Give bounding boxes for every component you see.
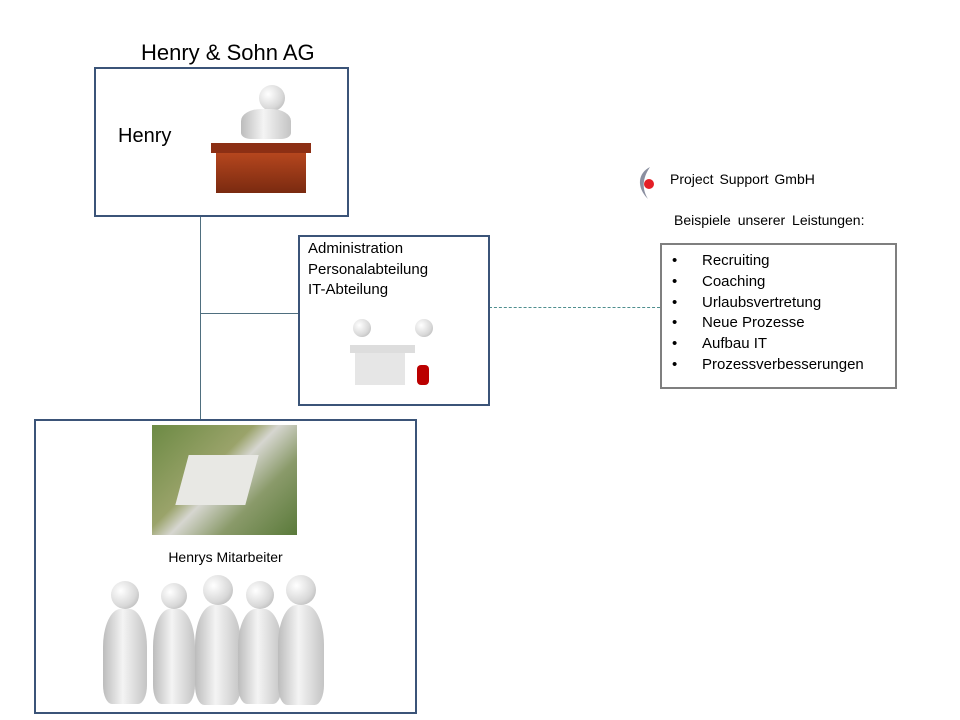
- service-item: Prozessverbesserungen: [662, 355, 895, 376]
- boss-desk-illustration: [211, 81, 321, 196]
- provider-name: Project Support GmbH: [670, 171, 815, 187]
- connector-dashed-provider: [489, 307, 660, 308]
- admin-box: Administration Personalabteilung IT-Abte…: [298, 235, 490, 406]
- connector-admin: [200, 313, 299, 314]
- boss-label: Henry: [118, 125, 172, 147]
- service-item: Urlaubsvertretung: [662, 293, 895, 314]
- staff-box: Henrys Mitarbeiter: [34, 419, 417, 714]
- boss-box: Henry: [94, 67, 349, 217]
- admin-line: IT-Abteilung: [308, 281, 389, 298]
- service-item: Coaching: [662, 272, 895, 293]
- provider-subtitle: Beispiele unserer Leistungen:: [674, 212, 865, 228]
- service-item: Recruiting: [662, 251, 895, 272]
- services-list: Recruiting Coaching Urlaubsvertretung Ne…: [662, 251, 895, 376]
- admin-line: Personalabteilung: [308, 260, 429, 278]
- staff-label: Henrys Mitarbeiter: [168, 549, 283, 565]
- service-item: Neue Prozesse: [662, 313, 895, 334]
- company-title: Henry & Sohn AG: [141, 40, 315, 65]
- factory-aerial-photo: [152, 425, 297, 535]
- admin-line: Administration: [308, 240, 404, 257]
- staff-group-illustration: [81, 571, 336, 711]
- project-support-logo-icon: [636, 165, 662, 201]
- services-box: Recruiting Coaching Urlaubsvertretung Ne…: [660, 243, 897, 389]
- connector-vertical: [200, 216, 201, 420]
- admin-lines: Administration Personalabteilung IT-Abte…: [308, 239, 428, 301]
- service-item: Aufbau IT: [662, 334, 895, 355]
- meeting-illustration: [345, 317, 440, 387]
